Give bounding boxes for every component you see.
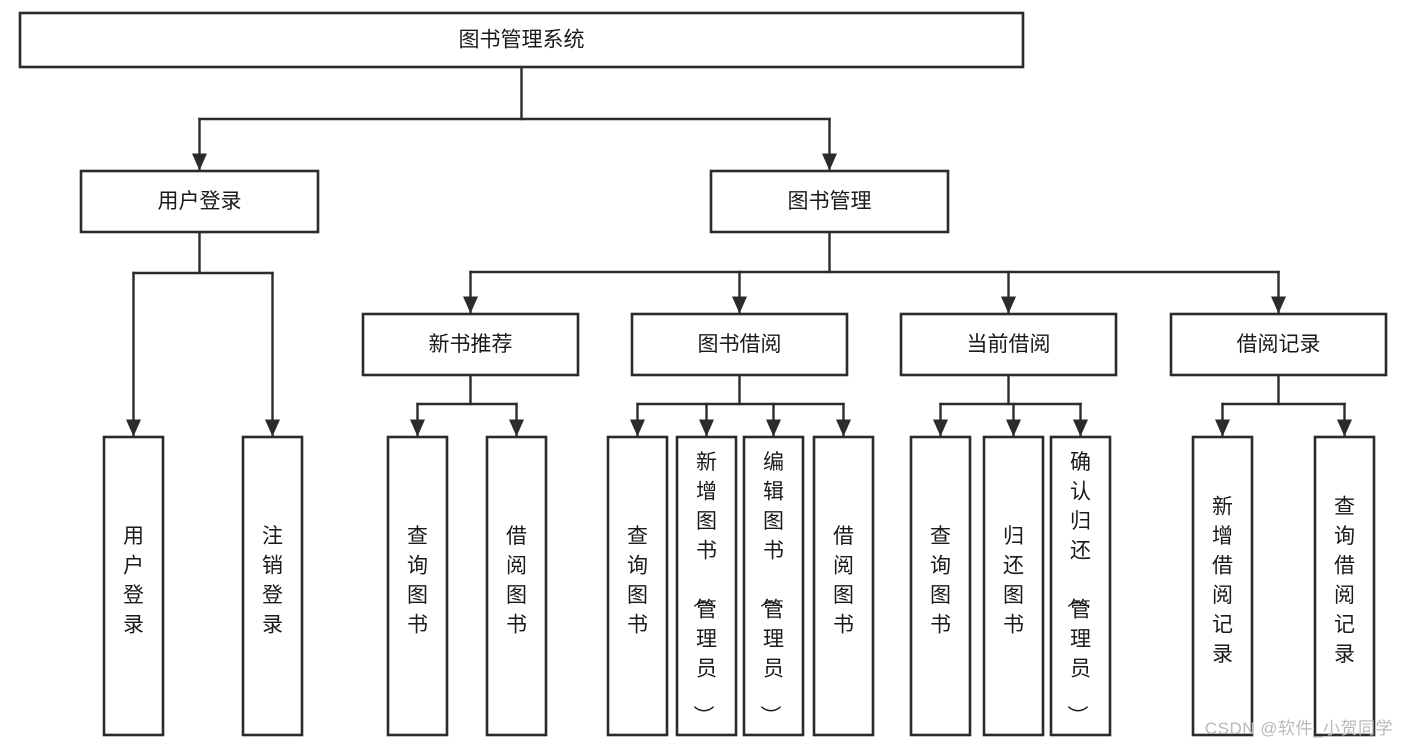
node-label: 用户登录 [123,525,144,637]
edges-layer [126,65,1352,438]
node-box [361,312,580,377]
arrow-head-icon [836,419,851,437]
arrow-head-icon [699,419,714,437]
node-level3-2[interactable]: 当前借阅 [899,312,1118,377]
node-box [18,11,1025,69]
node-box [742,435,805,737]
node-label: 新增图书（管理员） [691,451,717,726]
node-label: 编辑图书（管理员） [758,451,784,726]
node-box [1049,435,1112,737]
node-leaf-10[interactable]: 确认归还（管理员） [1049,435,1112,737]
node-box [79,169,320,234]
node-leaf-0[interactable]: 用户登录 [102,435,165,737]
node-box [102,435,165,737]
node-box [982,435,1045,737]
node-level2-0[interactable]: 用户登录 [79,169,320,234]
arrow-head-icon [265,419,280,437]
node-leaf-12[interactable]: 查询借阅记录 [1313,435,1376,737]
node-leaf-5[interactable]: 新增图书（管理员） [675,435,738,737]
node-label: 借阅图书 [506,525,527,637]
node-level3-0[interactable]: 新书推荐 [361,312,580,377]
arrow-head-icon [410,419,425,437]
node-box [709,169,950,234]
node-box [606,435,669,737]
node-label: 确认归还（管理员） [1065,451,1091,726]
node-box [386,435,449,737]
node-level2-1[interactable]: 图书管理 [709,169,950,234]
node-box [1169,312,1388,377]
node-box [812,435,875,737]
node-box [630,312,849,377]
node-label: 新书推荐 [429,333,513,356]
node-label: 图书管理 [788,190,872,213]
node-level3-1[interactable]: 图书借阅 [630,312,849,377]
arrow-head-icon [732,296,747,314]
node-leaf-2[interactable]: 查询图书 [386,435,449,737]
node-label: 归还图书 [1003,525,1024,637]
node-box [485,435,548,737]
node-label: 借阅记录 [1237,333,1321,356]
node-leaf-11[interactable]: 新增借阅记录 [1191,435,1254,737]
node-label: 查询图书 [930,525,951,637]
node-box [1313,435,1376,737]
node-box [241,435,304,737]
node-leaf-9[interactable]: 归还图书 [982,435,1045,737]
node-label: 借阅图书 [833,525,854,637]
node-label: 图书借阅 [698,333,782,356]
arrow-head-icon [1215,419,1230,437]
watermark-label: CSDN @软件_小贺同学 [1204,719,1393,738]
node-label: 当前借阅 [967,333,1051,356]
node-box [899,312,1118,377]
node-level3-3[interactable]: 借阅记录 [1169,312,1388,377]
arrow-head-icon [509,419,524,437]
node-leaf-7[interactable]: 借阅图书 [812,435,875,737]
node-label: 查询借阅记录 [1334,495,1355,666]
arrow-head-icon [1006,419,1021,437]
node-label: 查询图书 [407,525,428,637]
arrow-head-icon [1271,296,1286,314]
arrow-head-icon [463,296,478,314]
node-leaf-3[interactable]: 借阅图书 [485,435,548,737]
arrow-head-icon [933,419,948,437]
nodes-layer: 图书管理系统用户登录图书管理新书推荐图书借阅当前借阅借阅记录用户登录注销登录查询… [18,11,1388,737]
arrow-head-icon [192,153,207,171]
node-leaf-4[interactable]: 查询图书 [606,435,669,737]
node-leaf-6[interactable]: 编辑图书（管理员） [742,435,805,737]
node-leaf-1[interactable]: 注销登录 [241,435,304,737]
node-box [675,435,738,737]
arrow-head-icon [630,419,645,437]
arrow-head-icon [1001,296,1016,314]
node-box [909,435,972,737]
node-label: 查询图书 [627,525,648,637]
node-label: 图书管理系统 [459,29,585,52]
node-label: 注销登录 [262,525,283,637]
node-label: 用户登录 [158,190,242,213]
arrow-head-icon [766,419,781,437]
arrow-head-icon [822,153,837,171]
arrow-head-icon [1337,419,1352,437]
arrow-head-icon [126,419,141,437]
node-leaf-8[interactable]: 查询图书 [909,435,972,737]
node-label: 新增借阅记录 [1212,495,1233,666]
arrow-head-icon [1073,419,1088,437]
node-box [1191,435,1254,737]
node-root-0[interactable]: 图书管理系统 [18,11,1025,69]
